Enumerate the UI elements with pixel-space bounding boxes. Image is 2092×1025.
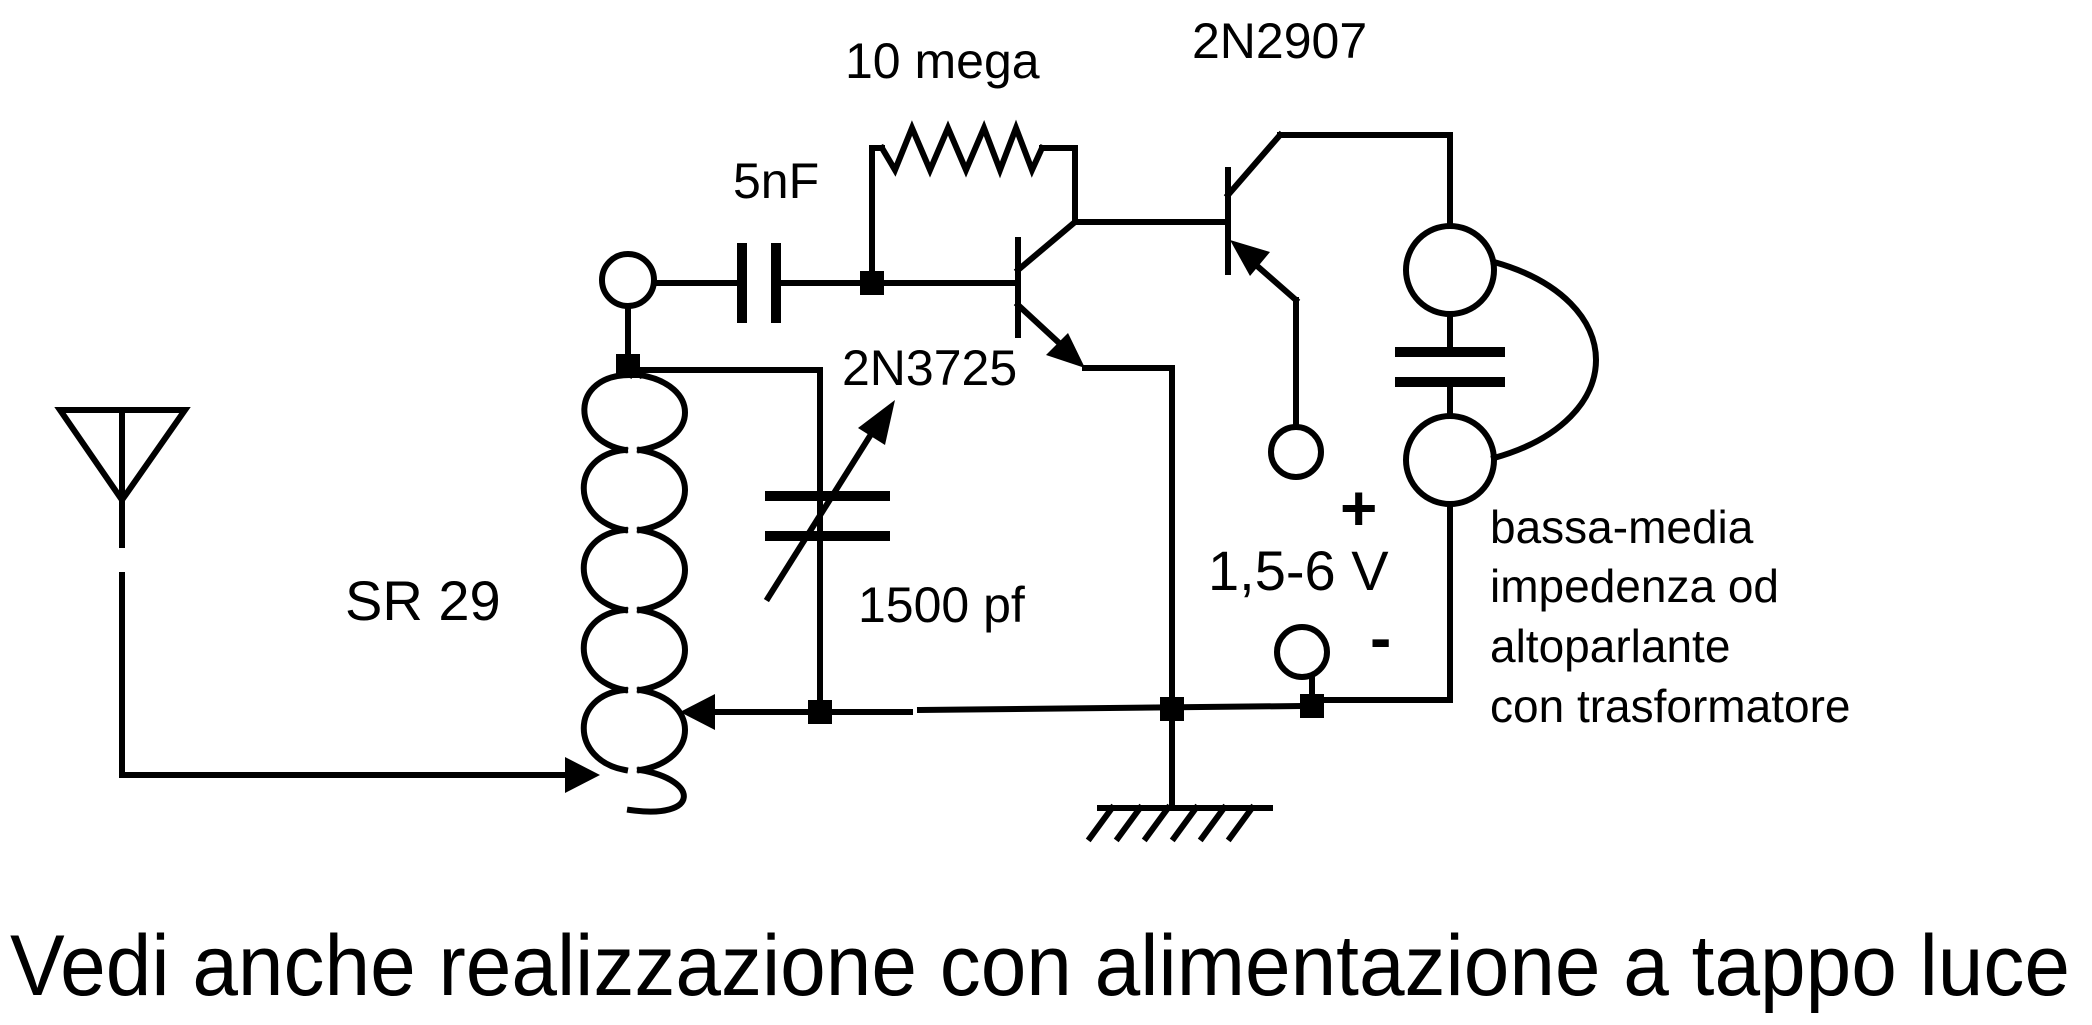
ground-symbol [1085, 717, 1273, 843]
capacitor-coupling-label: 5nF [733, 153, 819, 209]
transistor-2n2907 [1223, 130, 1453, 431]
supply-voltage-label: 1,5-6 V [1208, 539, 1389, 602]
diagram-caption: Vedi anche realizzazione con alimentazio… [10, 918, 2070, 1014]
capacitor-5nf [651, 243, 1018, 323]
plus-terminal [1268, 424, 1324, 480]
input-terminal [599, 251, 657, 309]
speaker-note-line-3: altoparlante [1490, 620, 1730, 672]
supply-minus-sign: - [1370, 602, 1391, 674]
resistor-10-mega [869, 119, 1078, 286]
speaker-note-line-1: bassa-media [1490, 501, 1754, 553]
variable-capacitor-1500pf [763, 400, 895, 603]
supply-plus-sign: + [1340, 472, 1377, 544]
junction-node [808, 700, 832, 724]
junction-node [616, 354, 640, 378]
transistor-2n3725 [1013, 217, 1175, 811]
transistor-pnp-label: 2N2907 [1192, 13, 1367, 69]
earphone-speaker [1322, 132, 1599, 703]
speaker-note-line-4: con trasformatore [1490, 680, 1850, 732]
coil-sr29 [580, 365, 688, 815]
junction-node [1300, 694, 1324, 718]
coil-label: SR 29 [345, 569, 501, 632]
resistor-label: 10 mega [845, 33, 1040, 89]
antenna-symbol [54, 407, 600, 793]
speaker-note-line-2: impedenza od [1490, 560, 1779, 612]
transistor-npn-label: 2N3725 [842, 340, 1017, 396]
minus-terminal [1274, 624, 1330, 680]
variable-capacitor-label: 1500 pf [858, 577, 1025, 633]
